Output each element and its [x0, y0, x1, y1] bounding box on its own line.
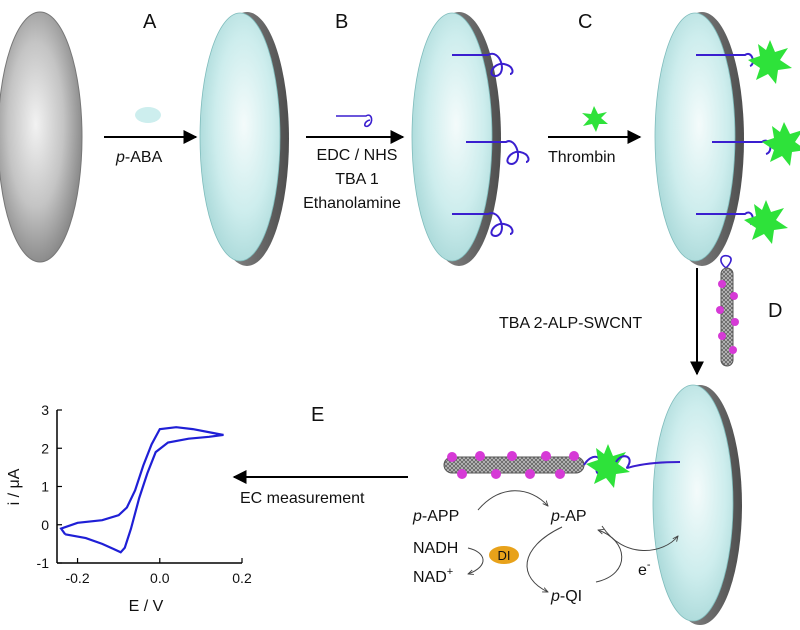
nad-label: NAD+	[413, 566, 453, 586]
aptamer-electrode	[411, 12, 501, 266]
reagent-ethanolamine: Ethanolamine	[303, 195, 401, 212]
reagent-edc-nhs: EDC / NHS	[317, 147, 398, 164]
diaphorase-badge: DI	[489, 546, 519, 564]
thrombin-electrode	[654, 12, 744, 266]
cv-curve	[59, 426, 224, 554]
y-tick-label: 0	[41, 517, 49, 533]
electron-label: e-	[638, 559, 651, 579]
vertical-swcnt-icon	[716, 254, 739, 367]
x-tick-label: -0.2	[65, 570, 89, 586]
swcnt-conjugate	[443, 444, 681, 488]
step-label-e: E	[311, 404, 324, 426]
nadh-label: NADH	[413, 540, 458, 557]
reagent-tba2-alp-swcnt: TBA 2-ALP-SWCNT	[499, 315, 642, 332]
step-label-d: D	[768, 300, 782, 322]
x-tick-label: 0.0	[150, 570, 170, 586]
y-tick-label: -1	[37, 555, 50, 571]
reaction-arrows	[468, 490, 678, 592]
x-axis-title: E / V	[129, 598, 164, 615]
pap-label: p-AP	[550, 508, 587, 525]
cv-chart: -1 0 1 2 3 -0.2 0.0 0.2 E / V i / μA	[6, 402, 252, 615]
papp-label: p-APP	[412, 508, 459, 525]
ec-measurement-label: EC measurement	[240, 490, 365, 507]
reagent-tba1: TBA 1	[335, 171, 379, 188]
aba-droplet-icon	[135, 107, 161, 123]
modified-electrode	[199, 12, 289, 266]
reagent-thrombin: Thrombin	[548, 149, 616, 166]
sensing-electrode	[652, 384, 742, 625]
bound-thrombin	[744, 40, 800, 244]
y-tick-label: 2	[41, 440, 49, 456]
y-axis-title: i / μA	[6, 468, 23, 505]
x-tick-label: 0.2	[232, 570, 252, 586]
aptamer-icon	[336, 114, 373, 128]
svg-text:DI: DI	[498, 548, 511, 563]
step-label-a: A	[143, 11, 157, 33]
thrombin-icon	[582, 106, 608, 132]
aptamer-strands	[452, 52, 530, 238]
cv-x-ticks: -0.2 0.0 0.2	[65, 558, 252, 586]
y-tick-label: 1	[41, 479, 49, 495]
step-label-b: B	[335, 11, 348, 33]
pqi-label: p-QI	[550, 588, 582, 605]
y-tick-label: 3	[41, 402, 49, 418]
bare-electrode	[0, 11, 83, 263]
reagent-aba: p-ABA	[115, 149, 163, 166]
cv-y-ticks: -1 0 1 2 3	[37, 402, 62, 571]
step-label-c: C	[578, 11, 592, 33]
